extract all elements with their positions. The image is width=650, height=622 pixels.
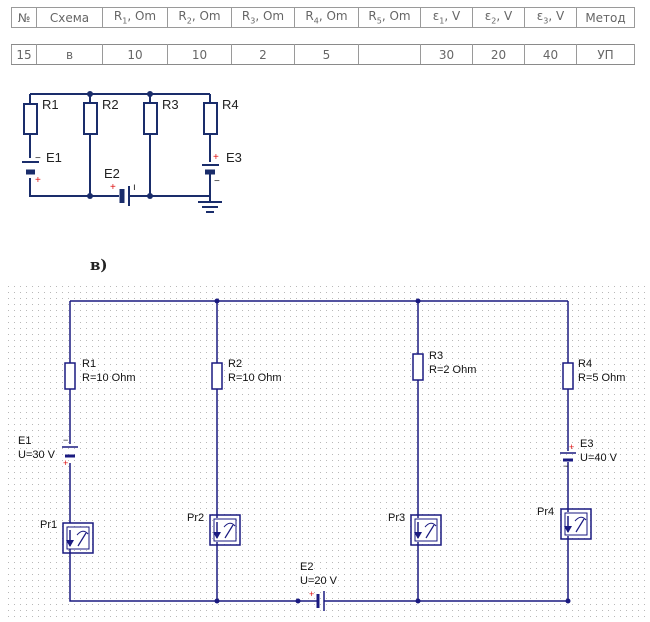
params-header-table: № Схема R1, Om R2, Om R3, Om R4, Om R5, … <box>11 7 635 28</box>
junction-node <box>214 298 220 304</box>
label-e3-value: U=40 V <box>580 452 618 464</box>
minus-sign: − <box>35 153 41 164</box>
ammeter-pr4 <box>560 508 592 540</box>
sketch-nodes <box>87 91 153 199</box>
sketch-label-e3: E3 <box>226 150 242 165</box>
plus-sign: + <box>309 589 314 599</box>
resistor-r2-symbol <box>83 102 98 135</box>
junction-node <box>147 193 153 199</box>
header-cell: R5, Om <box>358 7 421 28</box>
battery-e3-symbol <box>560 452 576 462</box>
value-cell: 40 <box>524 44 577 65</box>
label-r4-value: R=5 Ohm <box>578 372 625 384</box>
resistor-r2-symbol <box>211 362 223 390</box>
sketch-label-e2: E2 <box>104 166 120 181</box>
sketch-resistors <box>23 102 218 135</box>
value-cell: в <box>36 44 103 65</box>
label-pr3: Pr3 <box>388 512 405 524</box>
value-row: 15 в 10 10 2 5 30 20 40 УП <box>11 44 635 65</box>
header-cell: R2, Om <box>167 7 232 28</box>
ground-symbol <box>198 201 222 213</box>
sketch-label-e1: E1 <box>46 150 62 165</box>
resistor-r3-symbol <box>143 102 158 135</box>
resistor-r4-symbol <box>562 362 574 390</box>
minus-sign: − <box>563 461 568 471</box>
resistors <box>64 353 574 390</box>
sketch-label-r4: R4 <box>222 97 239 112</box>
header-cell: Метод <box>576 7 635 28</box>
sketch-circuit: R1 R2 R3 R4 E1 E2 E3 − + + ı + − <box>22 91 242 213</box>
label-e3-name: E3 <box>580 438 593 450</box>
value-cell: 5 <box>294 44 359 65</box>
header-cell: ε2, V <box>472 7 525 28</box>
battery-e3-symbol <box>202 164 219 175</box>
value-cell: УП <box>576 44 635 65</box>
value-cell <box>358 44 421 65</box>
junction-node <box>415 298 421 304</box>
battery-e1-symbol <box>22 161 39 175</box>
battery-e1-symbol <box>62 446 78 458</box>
label-pr4: Pr4 <box>537 506 554 518</box>
header-cell: R1, Om <box>102 7 168 28</box>
junction-node <box>87 91 93 97</box>
label-r3-name: R3 <box>429 350 443 362</box>
value-cell: 15 <box>11 44 37 65</box>
ammeter-pr1 <box>62 522 94 554</box>
resistor-r4-symbol <box>203 102 218 135</box>
wires <box>69 300 569 602</box>
minus-sign: − <box>214 176 220 187</box>
resistor-r1-symbol <box>64 362 76 390</box>
junction-node <box>87 193 93 199</box>
label-r2-name: R2 <box>228 358 242 370</box>
ammeter-pr2 <box>209 514 241 546</box>
label-e2-value: U=20 V <box>300 575 338 587</box>
value-cell: 10 <box>102 44 168 65</box>
sketch-label-r1: R1 <box>42 97 59 112</box>
value-cell: 20 <box>472 44 525 65</box>
scheme-label: в) <box>90 256 108 274</box>
label-e1-value: U=30 V <box>18 449 56 461</box>
junction-node <box>415 598 421 604</box>
junction-node <box>214 598 220 604</box>
junction-node <box>147 91 153 97</box>
sketch-label-r3: R3 <box>162 97 179 112</box>
junction-node <box>565 598 571 604</box>
schematic-canvas: R1 R=10 Ohm R2 R=10 Ohm R3 R=2 Ohm R4 R=… <box>8 286 646 622</box>
params-value-table: 15 в 10 10 2 5 30 20 40 УП <box>11 44 635 65</box>
plus-sign: + <box>35 175 41 186</box>
label-r3-value: R=2 Ohm <box>429 364 476 376</box>
battery-e2-symbol <box>119 186 130 206</box>
header-cell: ε3, V <box>524 7 577 28</box>
value-cell: 30 <box>420 44 473 65</box>
ammeter-pr3 <box>410 514 442 546</box>
plus-sign: + <box>213 152 219 163</box>
header-cell: ε1, V <box>420 7 473 28</box>
resistor-r1-symbol <box>23 103 38 135</box>
label-e1-name: E1 <box>18 435 31 447</box>
label-r1-value: R=10 Ohm <box>82 372 136 384</box>
label-r1-name: R1 <box>82 358 96 370</box>
tick-mark: ı <box>133 182 136 193</box>
plus-sign: + <box>110 182 116 193</box>
battery-e2-symbol <box>298 591 338 611</box>
label-r2-value: R=10 Ohm <box>228 372 282 384</box>
sketch-label-r2: R2 <box>102 97 119 112</box>
plus-sign: + <box>569 442 574 452</box>
header-row: № Схема R1, Om R2, Om R3, Om R4, Om R5, … <box>11 7 635 28</box>
header-cell: R3, Om <box>231 7 295 28</box>
resistor-r3-symbol <box>412 353 424 381</box>
label-pr1: Pr1 <box>40 519 57 531</box>
label-pr2: Pr2 <box>187 512 204 524</box>
plus-sign: + <box>63 458 68 468</box>
label-e2-name: E2 <box>300 561 313 573</box>
label-r4-name: R4 <box>578 358 592 370</box>
header-cell: № <box>11 7 37 28</box>
value-cell: 2 <box>231 44 295 65</box>
dot-grid <box>8 286 646 622</box>
value-cell: 10 <box>167 44 232 65</box>
minus-sign: − <box>63 435 68 445</box>
header-cell: Схема <box>36 7 103 28</box>
header-cell: R4, Om <box>294 7 359 28</box>
